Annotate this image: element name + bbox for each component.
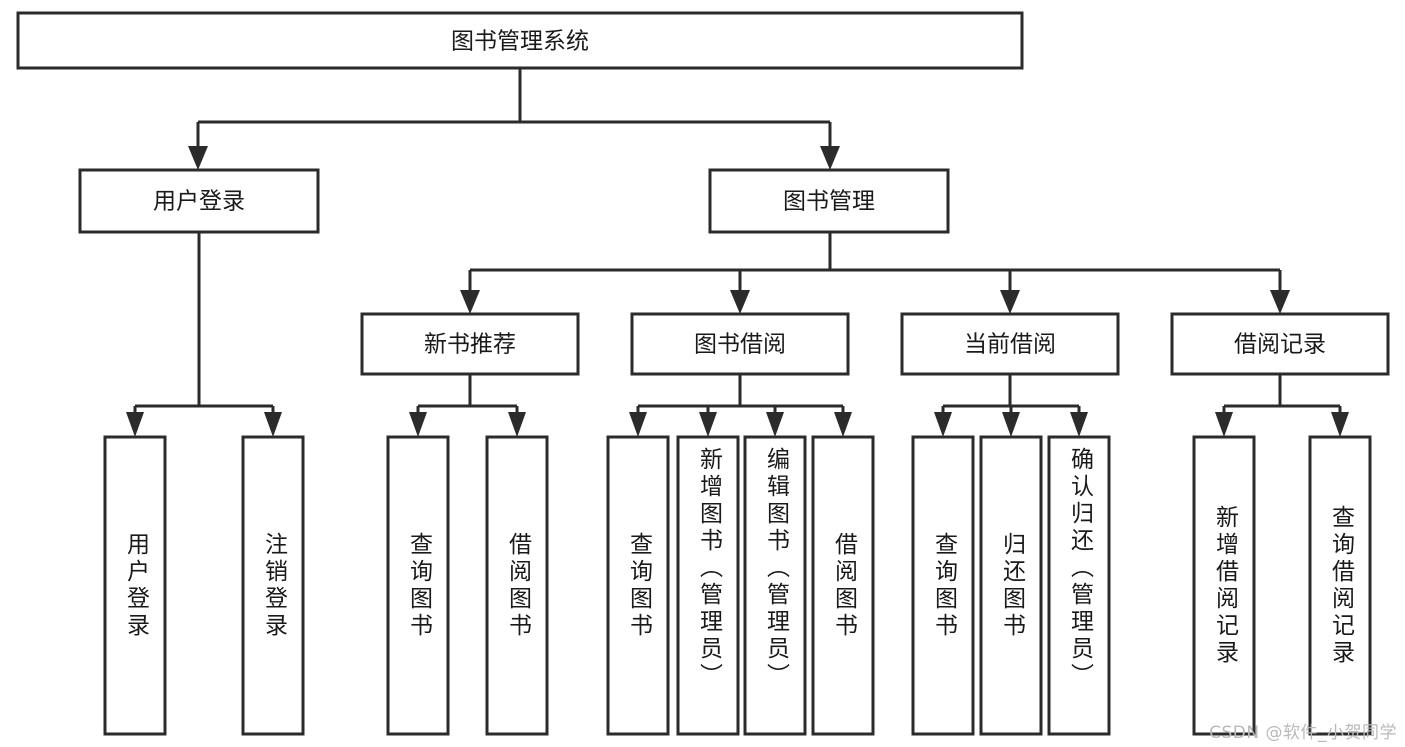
node-leaf-query-book-2-label: 查询图书 [625, 531, 652, 640]
node-leaf-return-book[interactable]: 归还图书 [979, 435, 1043, 736]
node-leaf-query-book-2-box[interactable] [606, 435, 670, 736]
node-user-login-box[interactable] [78, 168, 320, 234]
node-leaf-confirm-return-box[interactable] [1047, 435, 1111, 736]
node-leaf-user-logout-label: 注销登录 [260, 531, 287, 640]
node-root-box[interactable] [16, 11, 1024, 70]
node-leaf-query-book-3[interactable]: 查询图书 [911, 435, 975, 736]
node-leaf-edit-book[interactable]: 编辑图书（管理员） [743, 435, 807, 736]
node-leaf-borrow-book-2-box[interactable] [811, 435, 875, 736]
arrowhead-leaf-add-book [699, 412, 717, 437]
node-leaf-add-record[interactable]: 新增借阅记录 [1192, 435, 1256, 736]
node-leaf-return-book-label: 归还图书 [998, 531, 1025, 640]
arrowhead-leaf-query-book-1 [409, 412, 427, 437]
node-leaf-add-book-box[interactable] [676, 435, 740, 736]
node-book-borrow-box[interactable] [630, 312, 850, 376]
arrowhead-leaf-add-record [1215, 412, 1233, 437]
node-leaf-borrow-book-2-label: 借阅图书 [830, 531, 857, 640]
node-leaf-add-book[interactable]: 新增图书（管理员） [676, 435, 740, 736]
node-leaf-query-record[interactable]: 查询借阅记录 [1308, 435, 1372, 736]
node-leaf-return-book-box[interactable] [979, 435, 1043, 736]
node-leaf-query-book-3-box[interactable] [911, 435, 975, 736]
connector-layer [126, 68, 1349, 437]
node-user-login-label: 用户登录 [153, 189, 245, 215]
arrowhead-leaf-borrow-book-2 [834, 412, 852, 437]
node-leaf-edit-book-label: 编辑图书（管理员） [762, 447, 789, 690]
arrowhead-user-login [188, 146, 208, 170]
arrowhead-borrow-record [1270, 290, 1290, 314]
node-borrow-record[interactable]: 借阅记录 [1170, 312, 1390, 376]
node-leaf-user-logout[interactable]: 注销登录 [241, 435, 305, 736]
node-root[interactable]: 图书管理系统 [16, 11, 1024, 70]
arrowhead-leaf-user-logout [264, 412, 282, 437]
node-root-label: 图书管理系统 [451, 29, 589, 55]
node-leaf-query-book-1-label: 查询图书 [405, 531, 432, 640]
node-leaf-borrow-book-1-box[interactable] [485, 435, 549, 736]
node-leaf-borrow-book-1-label: 借阅图书 [504, 531, 531, 640]
arrowhead-leaf-query-book-2 [629, 412, 647, 437]
arrowhead-new-book-recommend [460, 290, 480, 314]
node-book-manage[interactable]: 图书管理 [708, 168, 950, 234]
node-leaf-add-record-label: 新增借阅记录 [1211, 504, 1238, 667]
arrowhead-leaf-confirm-return [1070, 412, 1088, 437]
node-book-manage-box[interactable] [708, 168, 950, 234]
node-user-login[interactable]: 用户登录 [78, 168, 320, 234]
node-leaf-user-logout-box[interactable] [241, 435, 305, 736]
node-leaf-confirm-return[interactable]: 确认归还（管理员） [1047, 435, 1111, 736]
node-leaf-borrow-book-1[interactable]: 借阅图书 [485, 435, 549, 736]
arrowhead-leaf-query-book-3 [934, 412, 952, 437]
node-book-borrow-label: 图书借阅 [694, 332, 786, 358]
node-current-borrow-label: 当前借阅 [964, 332, 1056, 358]
node-leaf-query-book-3-label: 查询图书 [930, 531, 957, 640]
node-current-borrow[interactable]: 当前借阅 [900, 312, 1120, 376]
node-current-borrow-box[interactable] [900, 312, 1120, 376]
node-leaf-query-book-1-box[interactable] [386, 435, 450, 736]
node-leaf-user-login-label: 用户登录 [122, 531, 149, 640]
arrowhead-current-borrow [1000, 290, 1020, 314]
node-new-book-recommend-box[interactable] [360, 312, 580, 376]
arrowhead-leaf-query-record [1331, 412, 1349, 437]
node-leaf-query-book-2[interactable]: 查询图书 [606, 435, 670, 736]
node-leaf-user-login-box[interactable] [103, 435, 167, 736]
node-new-book-recommend-label: 新书推荐 [424, 332, 516, 358]
node-leaf-query-book-1[interactable]: 查询图书 [386, 435, 450, 736]
node-leaf-confirm-return-label: 确认归还（管理员） [1066, 447, 1093, 690]
arrowhead-book-manage [820, 146, 840, 170]
node-book-manage-label: 图书管理 [783, 189, 875, 215]
node-leaf-add-book-label: 新增图书（管理员） [695, 447, 722, 690]
node-book-borrow[interactable]: 图书借阅 [630, 312, 850, 376]
node-borrow-record-box[interactable] [1170, 312, 1390, 376]
node-leaf-borrow-book-2[interactable]: 借阅图书 [811, 435, 875, 736]
arrowhead-leaf-edit-book [766, 412, 784, 437]
node-borrow-record-label: 借阅记录 [1234, 332, 1326, 358]
node-leaf-edit-book-box[interactable] [743, 435, 807, 736]
arrowhead-leaf-return-book [1002, 412, 1020, 437]
arrowhead-leaf-borrow-book-1 [508, 412, 526, 437]
node-leaf-add-record-box[interactable] [1192, 435, 1256, 736]
node-leaf-user-login[interactable]: 用户登录 [103, 435, 167, 736]
arrowhead-book-borrow [730, 290, 750, 314]
arrowhead-leaf-user-login [126, 412, 144, 437]
node-leaf-query-record-label: 查询借阅记录 [1327, 504, 1354, 667]
node-leaf-query-record-box[interactable] [1308, 435, 1372, 736]
node-new-book-recommend[interactable]: 新书推荐 [360, 312, 580, 376]
